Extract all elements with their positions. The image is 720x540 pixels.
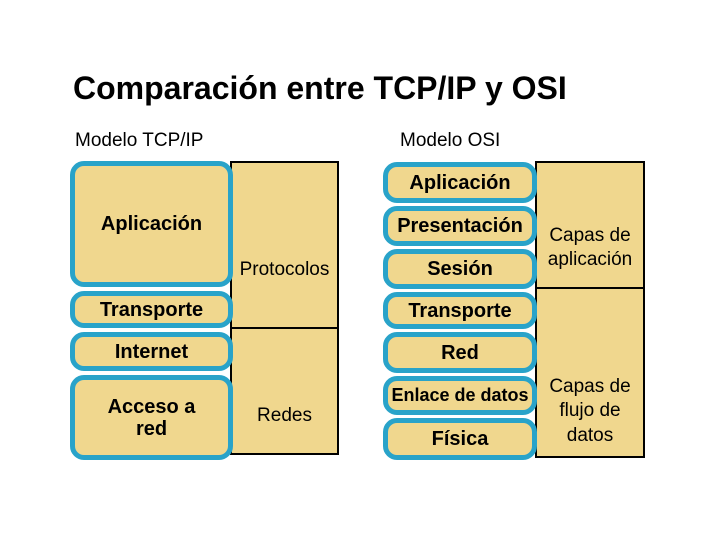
tcp-model-heading: Modelo TCP/IP (75, 130, 204, 151)
osi-section-divider (535, 287, 645, 289)
osi-group-label-capas-flujo-datos: Capas de flujo de datos (549, 376, 631, 446)
osi-layer-aplicacion: Aplicación (383, 162, 537, 203)
slide-title: Comparación entre TCP/IP y OSI (73, 70, 567, 106)
tcp-layer-acceso-a-red: Acceso a red (70, 375, 233, 460)
tcp-group-label-protocolos: Protocolos (239, 259, 330, 280)
osi-layer-enlace-de-datos: Enlace de datos (383, 376, 537, 415)
osi-layer-fisica: Física (383, 418, 537, 460)
osi-group-label-capas-aplicacion: Capas de aplicación (547, 225, 633, 271)
tcp-section-divider (230, 327, 339, 329)
tcp-group-label-redes: Redes (257, 405, 312, 426)
osi-layer-presentacion: Presentación (383, 206, 537, 246)
osi-layer-sesion: Sesión (383, 249, 537, 289)
tcp-layer-aplicacion: Aplicación (70, 161, 233, 287)
osi-model-heading: Modelo OSI (400, 130, 501, 151)
osi-layer-red: Red (383, 332, 537, 373)
osi-layer-transporte: Transporte (383, 292, 537, 329)
tcp-layer-transporte: Transporte (70, 291, 233, 328)
tcp-layer-internet: Internet (70, 332, 233, 371)
